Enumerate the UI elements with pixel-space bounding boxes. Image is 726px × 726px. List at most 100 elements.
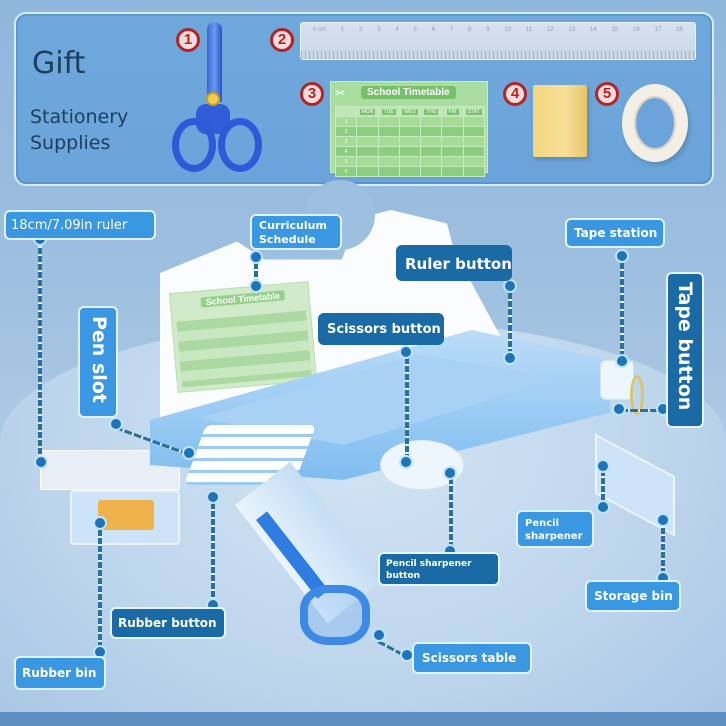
callout-dot	[109, 417, 123, 431]
ruler-number: 7	[449, 27, 454, 33]
callout-dot	[372, 628, 386, 642]
callout-tape-station: Tape station	[565, 218, 665, 248]
ruler-scale: 0 cm 1 2 3 4 5 6 7 8 9 10 11 12 13 14 15…	[313, 27, 683, 33]
ruler-number: 18	[676, 27, 683, 33]
connector-line	[38, 240, 42, 460]
scissors-handle-ring	[218, 118, 262, 172]
item-number-badge: 5	[595, 82, 619, 106]
timetable-row-number: 1	[334, 116, 358, 127]
timetable-day: TUE	[381, 108, 396, 115]
ruler-number: 13	[568, 27, 576, 33]
ruler-number: 3	[377, 27, 381, 33]
connector-line	[508, 285, 512, 355]
ruler-item-image: 0 cm 1 2 3 4 5 6 7 8 9 10 11 12 13 14 15…	[300, 22, 696, 60]
timetable-row-number: 3	[334, 136, 358, 147]
eraser-item-image	[533, 85, 587, 157]
callout-dot	[206, 490, 220, 504]
timetable-day: FRI	[446, 108, 459, 115]
scissors-pivot	[206, 92, 220, 106]
callout-dot	[503, 279, 517, 293]
ruler-number: 5	[413, 27, 417, 33]
timetable-row-number: 2	[334, 126, 358, 137]
ruler-scale-label: 0 cm	[313, 27, 327, 33]
ruler-number: 6	[431, 27, 436, 33]
connector-line	[211, 495, 215, 600]
timetable-day: MON	[359, 108, 376, 115]
callout-dot	[249, 250, 263, 264]
connector-line	[620, 255, 624, 355]
timetable-day: WED	[402, 108, 418, 115]
callout-storage-bin: Storage bin	[585, 580, 681, 612]
ruler-number: 15	[611, 27, 619, 33]
connector-line	[620, 409, 666, 412]
callout-dot	[615, 249, 629, 263]
item-number-badge: 3	[300, 82, 324, 106]
callout-dot	[399, 345, 413, 359]
callout-pencil-sharpener: Pencil sharpener	[516, 510, 594, 548]
callout-dot	[615, 354, 629, 368]
gift-title: Gift	[32, 46, 86, 81]
connector-line	[601, 470, 605, 510]
timetable-icon: ✂	[335, 86, 346, 100]
callout-dot	[443, 466, 457, 480]
callout-rubber-bin: Rubber bin	[14, 656, 106, 690]
timetable-row-number: 4	[334, 146, 358, 157]
tape-roll-mounted	[630, 375, 644, 415]
callout-dot	[93, 516, 107, 530]
timetable-row-number: 6	[334, 166, 358, 177]
rubber-eraser	[98, 500, 154, 530]
ruler-number: 16	[633, 27, 640, 33]
timetable-grid: MON TUE WED THU FRI STAT 1 2 3 4 5 6	[334, 106, 486, 177]
callout-tape-button: Tape button	[666, 272, 704, 428]
callout-pen-slot: Pen slot	[78, 306, 118, 418]
callout-rubber-button: Rubber button	[110, 607, 226, 639]
callout-ruler-button: Ruler button	[396, 245, 512, 281]
item-number-badge: 2	[270, 28, 294, 52]
ruler-number: 1	[340, 27, 345, 33]
callout-pencil-sharpener-button: Pencil sharpener button	[378, 552, 500, 586]
lid-timetable-title: School Timetable	[200, 290, 286, 308]
timetable-day: THU	[424, 108, 439, 115]
item-number-badge: 1	[176, 28, 200, 52]
timetable-day: STAT	[465, 108, 482, 115]
ruler-number: 12	[546, 27, 554, 33]
item-number-badge: 4	[503, 82, 527, 106]
ruler-number: 14	[590, 27, 597, 33]
sharpener-wheel	[380, 440, 464, 490]
callout-dot	[249, 279, 263, 293]
lid-timetable: School Timetable	[168, 281, 318, 393]
scissors-handle-ring	[172, 118, 216, 172]
tape-item-image	[622, 84, 688, 162]
callout-curriculum-schedule: Curriculum Schedule	[250, 214, 342, 250]
callout-dot	[612, 402, 626, 416]
connector-line	[661, 520, 665, 575]
callout-scissors-table: Scissors table	[412, 642, 532, 674]
callout-scissors-button: Scissors button	[318, 313, 444, 345]
scissors-handle-mounted	[300, 585, 370, 645]
timetable-row-number: 5	[334, 156, 358, 167]
callout-dot	[34, 455, 48, 469]
callout-dot	[596, 459, 610, 473]
ruler-number: 9	[486, 27, 490, 33]
connector-line	[405, 350, 409, 460]
lid-timetable-rows	[176, 310, 312, 388]
callout-dot	[656, 513, 670, 527]
ruler-number: 17	[654, 27, 662, 33]
callout-dot	[596, 500, 610, 514]
ruler-number: 10	[504, 27, 512, 33]
scissors-blade	[207, 22, 222, 102]
ruler-ticks	[301, 51, 695, 59]
connector-line	[98, 530, 102, 650]
callout-dot	[503, 351, 517, 365]
ruler-number: 4	[395, 27, 399, 33]
connector-line	[254, 255, 258, 285]
ruler-number: 8	[468, 27, 472, 33]
ruler-number: 11	[525, 27, 533, 33]
callout-dot	[399, 455, 413, 469]
timetable-title: School Timetable	[361, 86, 456, 99]
timetable-item-image: ✂ School Timetable MON TUE WED THU FRI S…	[330, 81, 488, 177]
connector-line	[449, 470, 453, 550]
gift-subtitle: Stationery Supplies	[30, 106, 129, 154]
callout-dot	[182, 446, 196, 460]
callout-ruler: 18cm/7.09in ruler	[4, 210, 156, 240]
